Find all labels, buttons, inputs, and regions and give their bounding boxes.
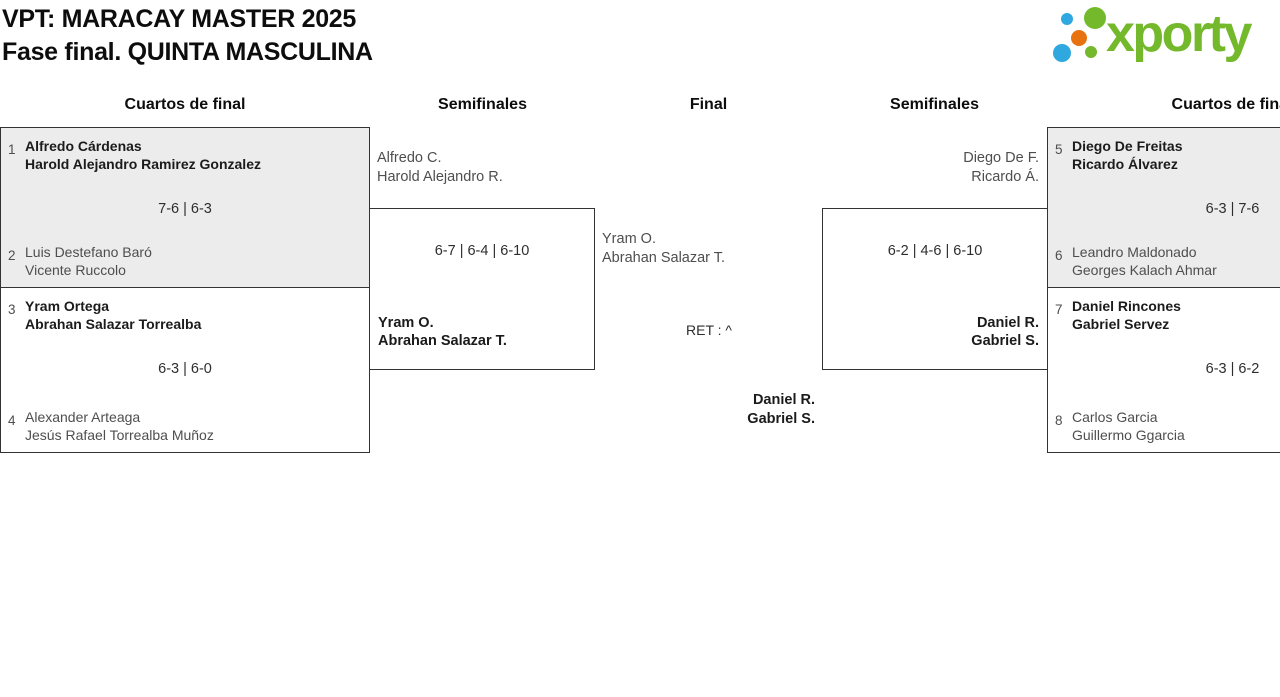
round-header-left-quarters: Cuartos de final (124, 96, 246, 113)
match-score: 7-6 | 6-3 (158, 201, 212, 217)
match-box-sf-left[interactable]: 6-7 | 6-4 | 6-10 Yram O. Abrahan Salazar… (369, 208, 595, 370)
team-name-line2: Vicente Ruccolo (25, 262, 126, 278)
team-names-winner: Alfredo Cárdenas Harold Alejandro Ramire… (25, 137, 359, 173)
team-name-line2: Harold Alejandro R. (377, 169, 503, 185)
round-header-right-semis: Semifinales (890, 96, 979, 113)
final-top-team: Yram O. Abrahan Salazar T. (602, 230, 725, 268)
match-score: 6-3 | 7-6 (1205, 201, 1260, 217)
logo-dot-green-big-icon (1084, 7, 1106, 29)
match-box-qf-left-top[interactable]: 1 Alfredo Cárdenas Harold Alejandro Rami… (0, 127, 370, 288)
team-name-line1: Yram O. (378, 315, 434, 331)
match-box-qf-right-bottom[interactable]: 7 Daniel Rincones Gabriel Servez 6-3 | 6… (1047, 287, 1280, 453)
sf-left-winner: Yram O. Abrahan Salazar T. (378, 314, 507, 350)
team-name-line2: Harold Alejandro Ramirez Gonzalez (25, 156, 261, 172)
team-names-loser: Leandro Maldonado Georges Kalach Ahmar (1072, 243, 1280, 279)
team-name-line1: Daniel R. (976, 315, 1039, 331)
team-name-line1: Daniel R. (752, 392, 815, 408)
team-row: 2 Luis Destefano Baró Vicente Ruccolo (8, 243, 359, 279)
team-name-line2: Abrahan Salazar Torrealba (25, 316, 202, 332)
team-name-line1: Yram O. (602, 231, 656, 247)
team-name-line1: Alfredo C. (377, 150, 442, 166)
seed-number: 1 (8, 142, 16, 157)
team-name-line2: Abrahan Salazar T. (602, 250, 726, 266)
team-names-loser: Luis Destefano Baró Vicente Ruccolo (25, 243, 359, 279)
logo-wordmark: xporty (1106, 5, 1252, 63)
seed-number: 8 (1055, 413, 1063, 428)
sf-left-top-team: Alfredo C. Harold Alejandro R. (377, 149, 503, 187)
team-names-winner: Diego De Freitas Ricardo Álvarez (1072, 137, 1280, 173)
sf-right-top-team: Diego De F. Ricardo Á. (822, 149, 1039, 187)
match-box-sf-right[interactable]: 6-2 | 4-6 | 6-10 Daniel R. Gabriel S. (822, 208, 1048, 370)
seed-number: 5 (1055, 142, 1063, 157)
round-header-final: Final (689, 96, 728, 113)
team-name-line1: Diego De Freitas (1072, 138, 1183, 154)
final-score: RET : ^ (686, 322, 732, 338)
final-winner: Daniel R. Gabriel S. (596, 391, 815, 429)
category-subtitle: Fase final. QUINTA MASCULINA (2, 38, 373, 66)
team-name-line1: Daniel Rincones (1072, 298, 1181, 314)
team-name-line2: Georges Kalach Ahmar (1072, 262, 1217, 278)
team-row: 8 Carlos Garcia Guillermo Ggarcia (1055, 408, 1280, 444)
team-name-line2: Gabriel S. (747, 411, 815, 427)
team-name-line1: Carlos Garcia (1072, 409, 1158, 425)
sf-right-winner: Daniel R. Gabriel S. (971, 314, 1039, 350)
team-name-line1: Yram Ortega (25, 298, 110, 314)
team-names-winner: Daniel Rincones Gabriel Servez (1072, 297, 1280, 333)
round-header-left-semis: Semifinales (438, 96, 527, 113)
match-score: 6-2 | 4-6 | 6-10 (887, 243, 983, 259)
team-row: 5 Diego De Freitas Ricardo Álvarez (1055, 137, 1280, 173)
team-row: 6 Leandro Maldonado Georges Kalach Ahmar (1055, 243, 1280, 279)
match-box-qf-right-top[interactable]: 5 Diego De Freitas Ricardo Álvarez 6-3 |… (1047, 127, 1280, 288)
match-score: 6-3 | 6-0 (158, 361, 212, 377)
team-name-line2: Guillermo Ggarcia (1072, 427, 1185, 443)
team-name-line1: Diego De F. (963, 150, 1039, 166)
logo-dot-green-small-icon (1085, 46, 1097, 58)
team-name-line1: Luis Destefano Baró (25, 244, 152, 260)
seed-number: 3 (8, 302, 16, 317)
team-name-line2: Ricardo Á. (971, 169, 1039, 185)
logo-dot-blue-small-icon (1061, 13, 1073, 25)
team-name-line1: Alexander Arteaga (25, 409, 141, 425)
team-names-loser: Alexander Arteaga Jesús Rafael Torrealba… (25, 408, 359, 444)
seed-number: 2 (8, 248, 16, 263)
tournament-title: VPT: MARACAY MASTER 2025 (2, 5, 357, 33)
seed-number: 6 (1055, 248, 1063, 263)
match-score: 6-3 | 6-2 (1205, 361, 1260, 377)
seed-number: 4 (8, 413, 16, 428)
team-name-line2: Abrahan Salazar T. (378, 333, 507, 349)
team-names-loser: Carlos Garcia Guillermo Ggarcia (1072, 408, 1280, 444)
title-block: VPT: MARACAY MASTER 2025 Fase final. QUI… (2, 3, 373, 69)
seed-number: 7 (1055, 302, 1063, 317)
team-row: 3 Yram Ortega Abrahan Salazar Torrealba (8, 297, 359, 333)
logo-dot-blue-big-icon (1053, 44, 1071, 62)
team-name-line2: Ricardo Álvarez (1072, 156, 1178, 172)
team-name-line2: Gabriel Servez (1072, 316, 1170, 332)
match-box-qf-left-bottom[interactable]: 3 Yram Ortega Abrahan Salazar Torrealba … (0, 287, 370, 453)
round-header-right-quarters: Cuartos de final (1171, 96, 1280, 113)
team-name-line1: Leandro Maldonado (1072, 244, 1197, 260)
match-score: 6-7 | 6-4 | 6-10 (434, 243, 530, 259)
team-name-line2: Jesús Rafael Torrealba Muñoz (25, 427, 214, 443)
logo-dot-orange-icon (1071, 30, 1087, 46)
xporty-logo[interactable]: xporty (1040, 0, 1280, 80)
team-names-winner: Yram Ortega Abrahan Salazar Torrealba (25, 297, 359, 333)
team-name-line1: Alfredo Cárdenas (25, 138, 142, 154)
team-row: 7 Daniel Rincones Gabriel Servez (1055, 297, 1280, 333)
team-row: 4 Alexander Arteaga Jesús Rafael Torreal… (8, 408, 359, 444)
team-name-line2: Gabriel S. (971, 333, 1039, 349)
team-row: 1 Alfredo Cárdenas Harold Alejandro Rami… (8, 137, 359, 173)
